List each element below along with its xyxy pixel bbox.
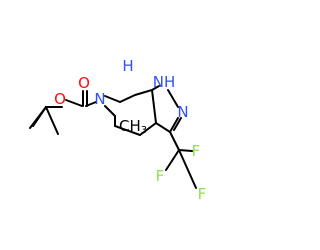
bond-7: [85, 101, 97, 107]
bond-12: [134, 89, 153, 96]
structure-diagram: O O N NH H N F F F CH3: [29, 57, 206, 203]
atom-f-2: F: [156, 167, 165, 185]
atom-ch3-ch: CH: [119, 117, 141, 135]
bond-2: [29, 106, 47, 129]
bond-22: [178, 149, 193, 152]
atom-labels: O O N NH H N F F F CH3: [54, 57, 206, 203]
atom-n-ring: N: [94, 90, 105, 108]
bonds: [29, 85, 197, 189]
bond-24: [178, 149, 197, 189]
bond-18: [167, 89, 179, 108]
atom-o-ester: O: [54, 90, 66, 108]
atom-ch3-subscript: 3: [141, 125, 147, 136]
bond-20: [173, 117, 182, 131]
bond-4: [65, 99, 83, 107]
atom-ch3: CH3: [119, 117, 147, 136]
bond-15: [151, 85, 160, 91]
bond-16: [151, 89, 157, 124]
bond-13: [114, 125, 141, 136]
bond-19: [169, 117, 179, 133]
atom-nh: NH: [153, 73, 176, 91]
bond-8: [104, 95, 121, 103]
atom-o-carbonyl: O: [78, 74, 90, 92]
bond-14: [139, 122, 157, 136]
atom-f-3: F: [198, 185, 207, 203]
bond-1: [45, 106, 59, 135]
atom-n-azole: N: [177, 103, 188, 121]
bond-17: [155, 122, 171, 133]
bond-21: [169, 131, 180, 151]
atom-nh-hydrogen: H: [122, 57, 133, 75]
bond-23: [165, 149, 180, 171]
bond-9: [119, 94, 136, 103]
molecule-svg: O O N NH H N F F F CH3: [29, 57, 206, 203]
atom-f-1: F: [192, 142, 201, 160]
bond-10: [104, 105, 116, 117]
